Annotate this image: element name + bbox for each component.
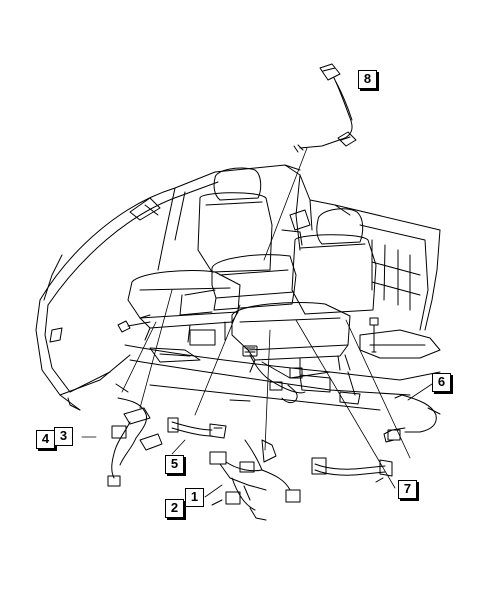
part-3-4-harness <box>108 384 162 486</box>
callout-6: 6 <box>432 373 451 392</box>
leader-lines <box>82 148 432 497</box>
cab-floor <box>125 330 440 410</box>
cab-body <box>36 165 440 410</box>
callout-2: 2 <box>165 499 184 518</box>
part-6-harness <box>384 395 440 442</box>
right-seat <box>232 209 376 378</box>
part-5-harness <box>168 418 226 438</box>
callout-4: 4 <box>36 430 55 449</box>
callout-8: 8 <box>358 70 377 89</box>
bolt-right <box>370 318 378 352</box>
callout-3: 3 <box>54 427 73 446</box>
callout-7: 7 <box>398 480 417 499</box>
seat-underside-harness <box>243 346 305 403</box>
part-1-2-harness <box>210 440 300 520</box>
callout-1: 1 <box>185 488 204 507</box>
callout-5: 5 <box>165 455 184 474</box>
left-seat <box>128 168 272 342</box>
bolt-left <box>118 315 150 332</box>
part-7-harness <box>312 458 392 482</box>
part-8-harness <box>294 64 356 152</box>
